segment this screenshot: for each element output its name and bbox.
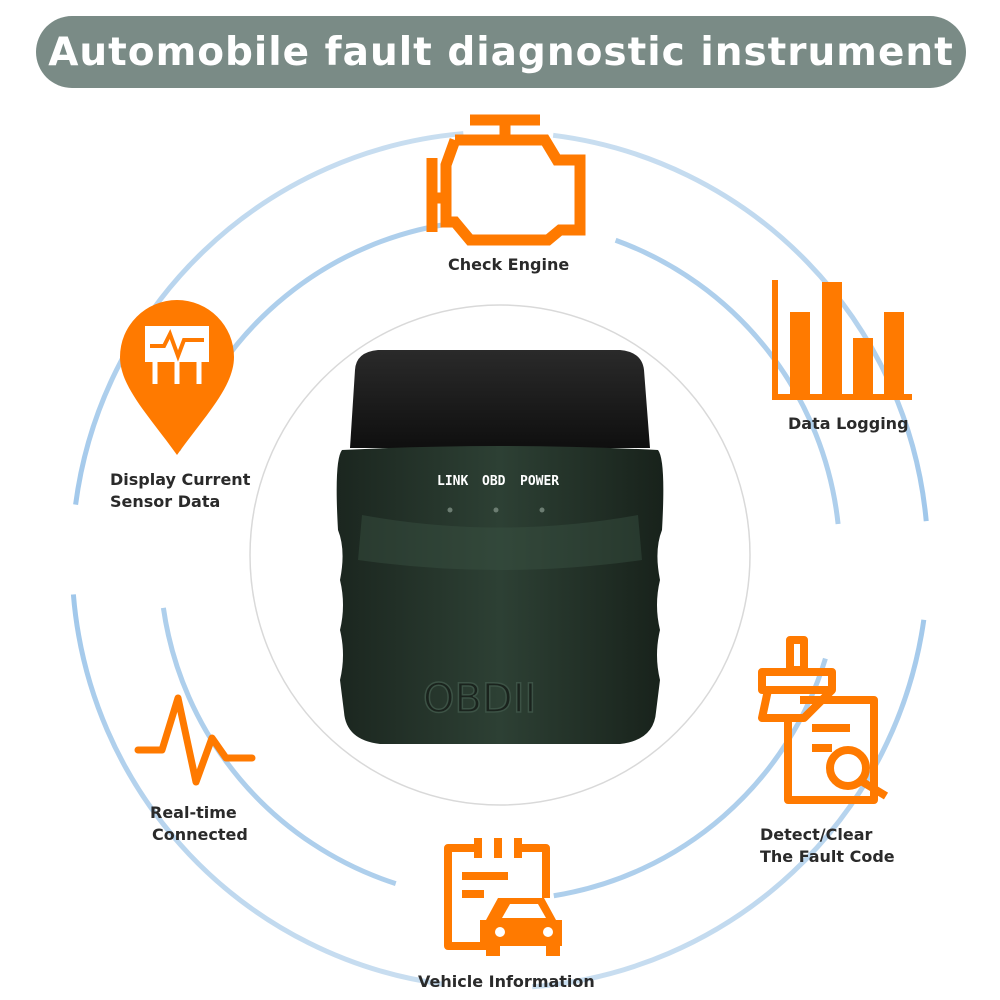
obd-device-image: LINK OBD POWER OBDII <box>336 350 664 744</box>
sensor-data-label-line1: Display Current <box>110 470 251 489</box>
led-label-link: LINK <box>437 474 468 489</box>
led-power <box>539 507 545 513</box>
led-label-obd: OBD <box>482 474 506 489</box>
page-title: Automobile fault diagnostic instrument <box>48 29 954 75</box>
led-obd <box>493 507 499 513</box>
device-brand-text: OBDII <box>423 676 536 722</box>
real-time-label-line1: Real-time <box>150 803 237 822</box>
real-time-label-line2: Connected <box>152 825 248 844</box>
title-banner: Automobile fault diagnostic instrument <box>36 16 966 88</box>
obd-body <box>336 446 664 744</box>
led-label-power: POWER <box>520 474 559 489</box>
inner-ring <box>249 304 751 806</box>
fault-code-label-line2: The Fault Code <box>760 847 895 866</box>
vehicle-info-label: Vehicle Information <box>418 972 595 991</box>
check-engine-label: Check Engine <box>448 255 570 274</box>
fault-code-label-line1: Detect/Clear <box>760 825 873 844</box>
sensor-data-label-line2: Sensor Data <box>110 492 221 511</box>
led-link <box>447 507 453 513</box>
obd-connector <box>350 350 650 448</box>
data-logging-label: Data Logging <box>788 414 909 433</box>
